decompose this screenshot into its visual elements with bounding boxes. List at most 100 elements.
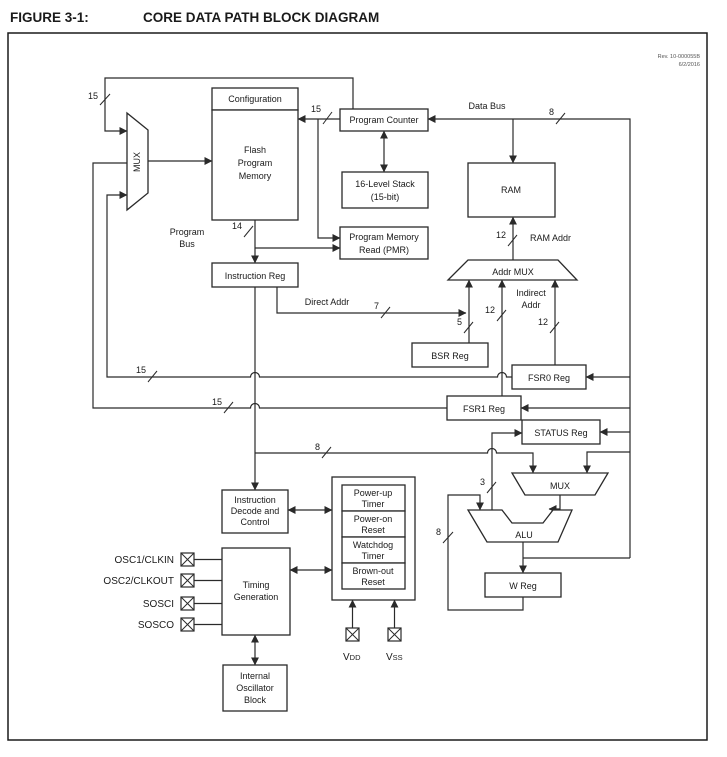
pmr-box: [339, 226, 429, 260]
int-osc-label-3: Block: [244, 695, 267, 705]
buswidth-status-flags: 3: [480, 477, 485, 487]
block-fsr1: FSR1 Reg: [446, 395, 522, 421]
bsr-box: [411, 342, 489, 368]
pmr-label-2: Read (PMR): [359, 245, 409, 255]
block-alu: ALU: [466, 509, 573, 543]
vss-subscript: SS: [393, 653, 403, 662]
flash-label-3: Memory: [239, 171, 272, 181]
slash-data-bus: [555, 112, 566, 125]
pin-sosci: SOSCI: [143, 596, 195, 611]
idc-label-2: Decode and: [231, 506, 280, 516]
stack-box: [341, 171, 429, 209]
buswidth-ram-addr: 12: [496, 230, 506, 240]
pin-osc2: OSC2/CLKOUT: [103, 573, 195, 588]
brown-out-reset-box: [341, 562, 406, 590]
slash-direct-addr: [380, 306, 391, 319]
block-left-mux: MUX: [126, 111, 149, 212]
block-pmr: Program Memory Read (PMR): [339, 226, 429, 260]
wire-pc-wrap-to-mux: [104, 77, 354, 135]
wires: [92, 77, 631, 666]
vss-pin-label: VSS: [386, 652, 403, 663]
status-label: STATUS Reg: [534, 428, 587, 438]
program-bus-label-2: Bus: [179, 239, 195, 249]
fsr1-label: FSR1 Reg: [463, 404, 505, 414]
block-program-counter: Program Counter: [339, 108, 429, 132]
sosco-pin-label: SOSCO: [138, 620, 174, 631]
stack-label-1: 16-Level Stack: [355, 179, 415, 189]
indirect-addr-label-1: Indirect: [516, 288, 546, 298]
block-addr-mux: Addr MUX: [446, 259, 579, 281]
pin-vdd: VDD: [343, 627, 361, 663]
slash-flash-ir: [243, 225, 254, 238]
addr-mux-shape: [446, 259, 579, 281]
brown-out-label-1: Brown-out: [352, 566, 394, 576]
instruction-reg-label: Instruction Reg: [225, 271, 286, 281]
buswidth-data-bus: 8: [549, 107, 554, 117]
osc2-pin-label: OSC2/CLKOUT: [103, 576, 174, 587]
ram-addr-label: RAM Addr: [530, 233, 571, 243]
block-configuration: Configuration: [211, 87, 299, 111]
sosco-pin-x2: [180, 617, 195, 632]
wire-literal-to-alumux: [255, 447, 537, 474]
wire-wreg-feedback: [447, 494, 524, 611]
block-bsr: BSR Reg: [411, 342, 489, 368]
block-timers: Power-up Timer Power-on Reset Watchdog T…: [331, 476, 416, 601]
wire-data-bus: [427, 115, 631, 558]
program-bus-label-1: Program: [170, 227, 205, 237]
fsr0-box: [511, 364, 587, 390]
block-idc: Instruction Decode and Control: [221, 489, 289, 534]
fsr0-label: FSR0 Reg: [528, 373, 570, 383]
flash-label-2: Program: [238, 158, 273, 168]
buswidth-fsr1-return: 15: [212, 397, 222, 407]
slash-fsr0-return: [147, 370, 158, 383]
vdd-prefix: V: [343, 652, 350, 663]
figure-title: CORE DATA PATH BLOCK DIAGRAM: [143, 10, 379, 25]
buswidth-mux-in: 8: [315, 442, 320, 452]
fsr1-box: [446, 395, 522, 421]
wire-fsr0-to-mux: [106, 191, 512, 378]
osc2-pin-x2: [180, 573, 195, 588]
int-osc-box: [222, 664, 288, 712]
program-counter-box: [339, 108, 429, 132]
buswidth-fsr1-addr: 12: [485, 305, 495, 315]
data-bus-label: Data Bus: [468, 101, 506, 111]
w-reg-box: [484, 572, 562, 598]
program-counter-label: Program Counter: [349, 115, 418, 125]
slash-fsr1-return: [223, 401, 234, 414]
ram-box: [467, 162, 556, 218]
timing-box: [221, 547, 291, 636]
buswidth-pc-flash: 15: [311, 104, 321, 114]
block-fsr0: FSR0 Reg: [511, 364, 587, 390]
watchdog-timer-box: [341, 536, 406, 564]
bus-width-labels: 15 15 15 15 14 7 5 12 12 12 8 8 3 8: [88, 91, 554, 537]
bsr-label: BSR Reg: [431, 351, 469, 361]
block-status: STATUS Reg: [521, 419, 601, 445]
slash-pc-flash: [322, 111, 333, 125]
figure-header: FIGURE 3-1: CORE DATA PATH BLOCK DIAGRAM: [10, 10, 379, 25]
direct-addr-label: Direct Addr: [305, 297, 350, 307]
sosci-pin-x2: [180, 596, 195, 611]
vdd-pin-x2: [345, 627, 360, 642]
idc-label-3: Control: [240, 517, 269, 527]
pin-sosco: SOSCO: [138, 617, 195, 632]
power-up-label-1: Power-up: [354, 488, 393, 498]
buswidth-pc-wrap: 15: [88, 91, 98, 101]
power-up-label-2: Timer: [362, 499, 385, 509]
osc1-pin-x2: [180, 552, 195, 567]
vdd-subscript: DD: [350, 653, 361, 662]
flash-label-1: Flash: [244, 145, 266, 155]
wire-alumux-to-alu: [548, 495, 561, 513]
stack-label-2: (15-bit): [371, 192, 400, 202]
wire-fsr1-to-mux: [92, 162, 447, 409]
block-internal-oscillator: Internal Oscillator Block: [222, 664, 288, 712]
alu-label: ALU: [515, 530, 533, 540]
addr-mux-label: Addr MUX: [492, 267, 534, 277]
left-mux-label: MUX: [132, 152, 142, 172]
slash-fsr0-addr: [549, 321, 560, 334]
revision-line2: 6/2/2016: [679, 62, 700, 68]
watchdog-label-2: Timer: [362, 551, 385, 561]
sosci-pin-label: SOSCI: [143, 599, 174, 610]
buswidth-w-feedback: 8: [436, 527, 441, 537]
block-timing-generation: Timing Generation: [221, 547, 291, 636]
revision-line1: Rev. 10-000055B: [658, 54, 701, 60]
